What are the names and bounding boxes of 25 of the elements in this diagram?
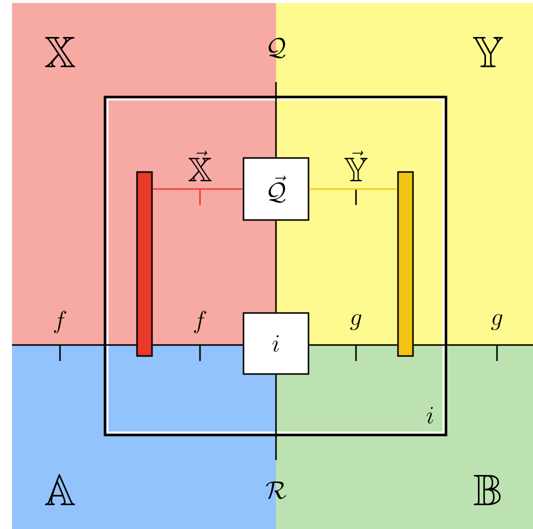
region-label: $\mathbb{A}$ (44, 474, 76, 506)
connector-line (309, 188, 398, 190)
region-label: $\mathbb{B}$ (474, 475, 501, 506)
connector-line (152, 344, 243, 346)
connector-line (275, 374, 277, 460)
connector-line (275, 220, 277, 312)
process-box: $\vec{\mathcal{Q}}$ (242, 157, 310, 221)
connector-line (12, 344, 136, 346)
edge-label: $g$ (350, 314, 362, 330)
bar (136, 171, 153, 357)
edge-label: $\vec{\mathbb{X}}$ (188, 150, 212, 182)
connector-line (275, 82, 277, 158)
bar (397, 171, 414, 357)
connector-line (414, 344, 533, 346)
edge-label: $\mathcal{Q}$ (268, 38, 286, 58)
edge-label: $f$ (54, 310, 66, 334)
region-label: $\mathbb{X}$ (44, 37, 76, 68)
edge-label: $\mathcal{R}$ (266, 482, 286, 500)
connector-line (152, 188, 243, 190)
edge-label: $\vec{\mathbb{Y}}$ (344, 150, 368, 182)
edge-label: $g$ (491, 314, 502, 330)
process-box: $i$ (242, 312, 310, 375)
edge-label: $f$ (194, 310, 206, 334)
connector-line (309, 344, 398, 346)
region-label: $\mathbb{Y}$ (472, 37, 504, 68)
